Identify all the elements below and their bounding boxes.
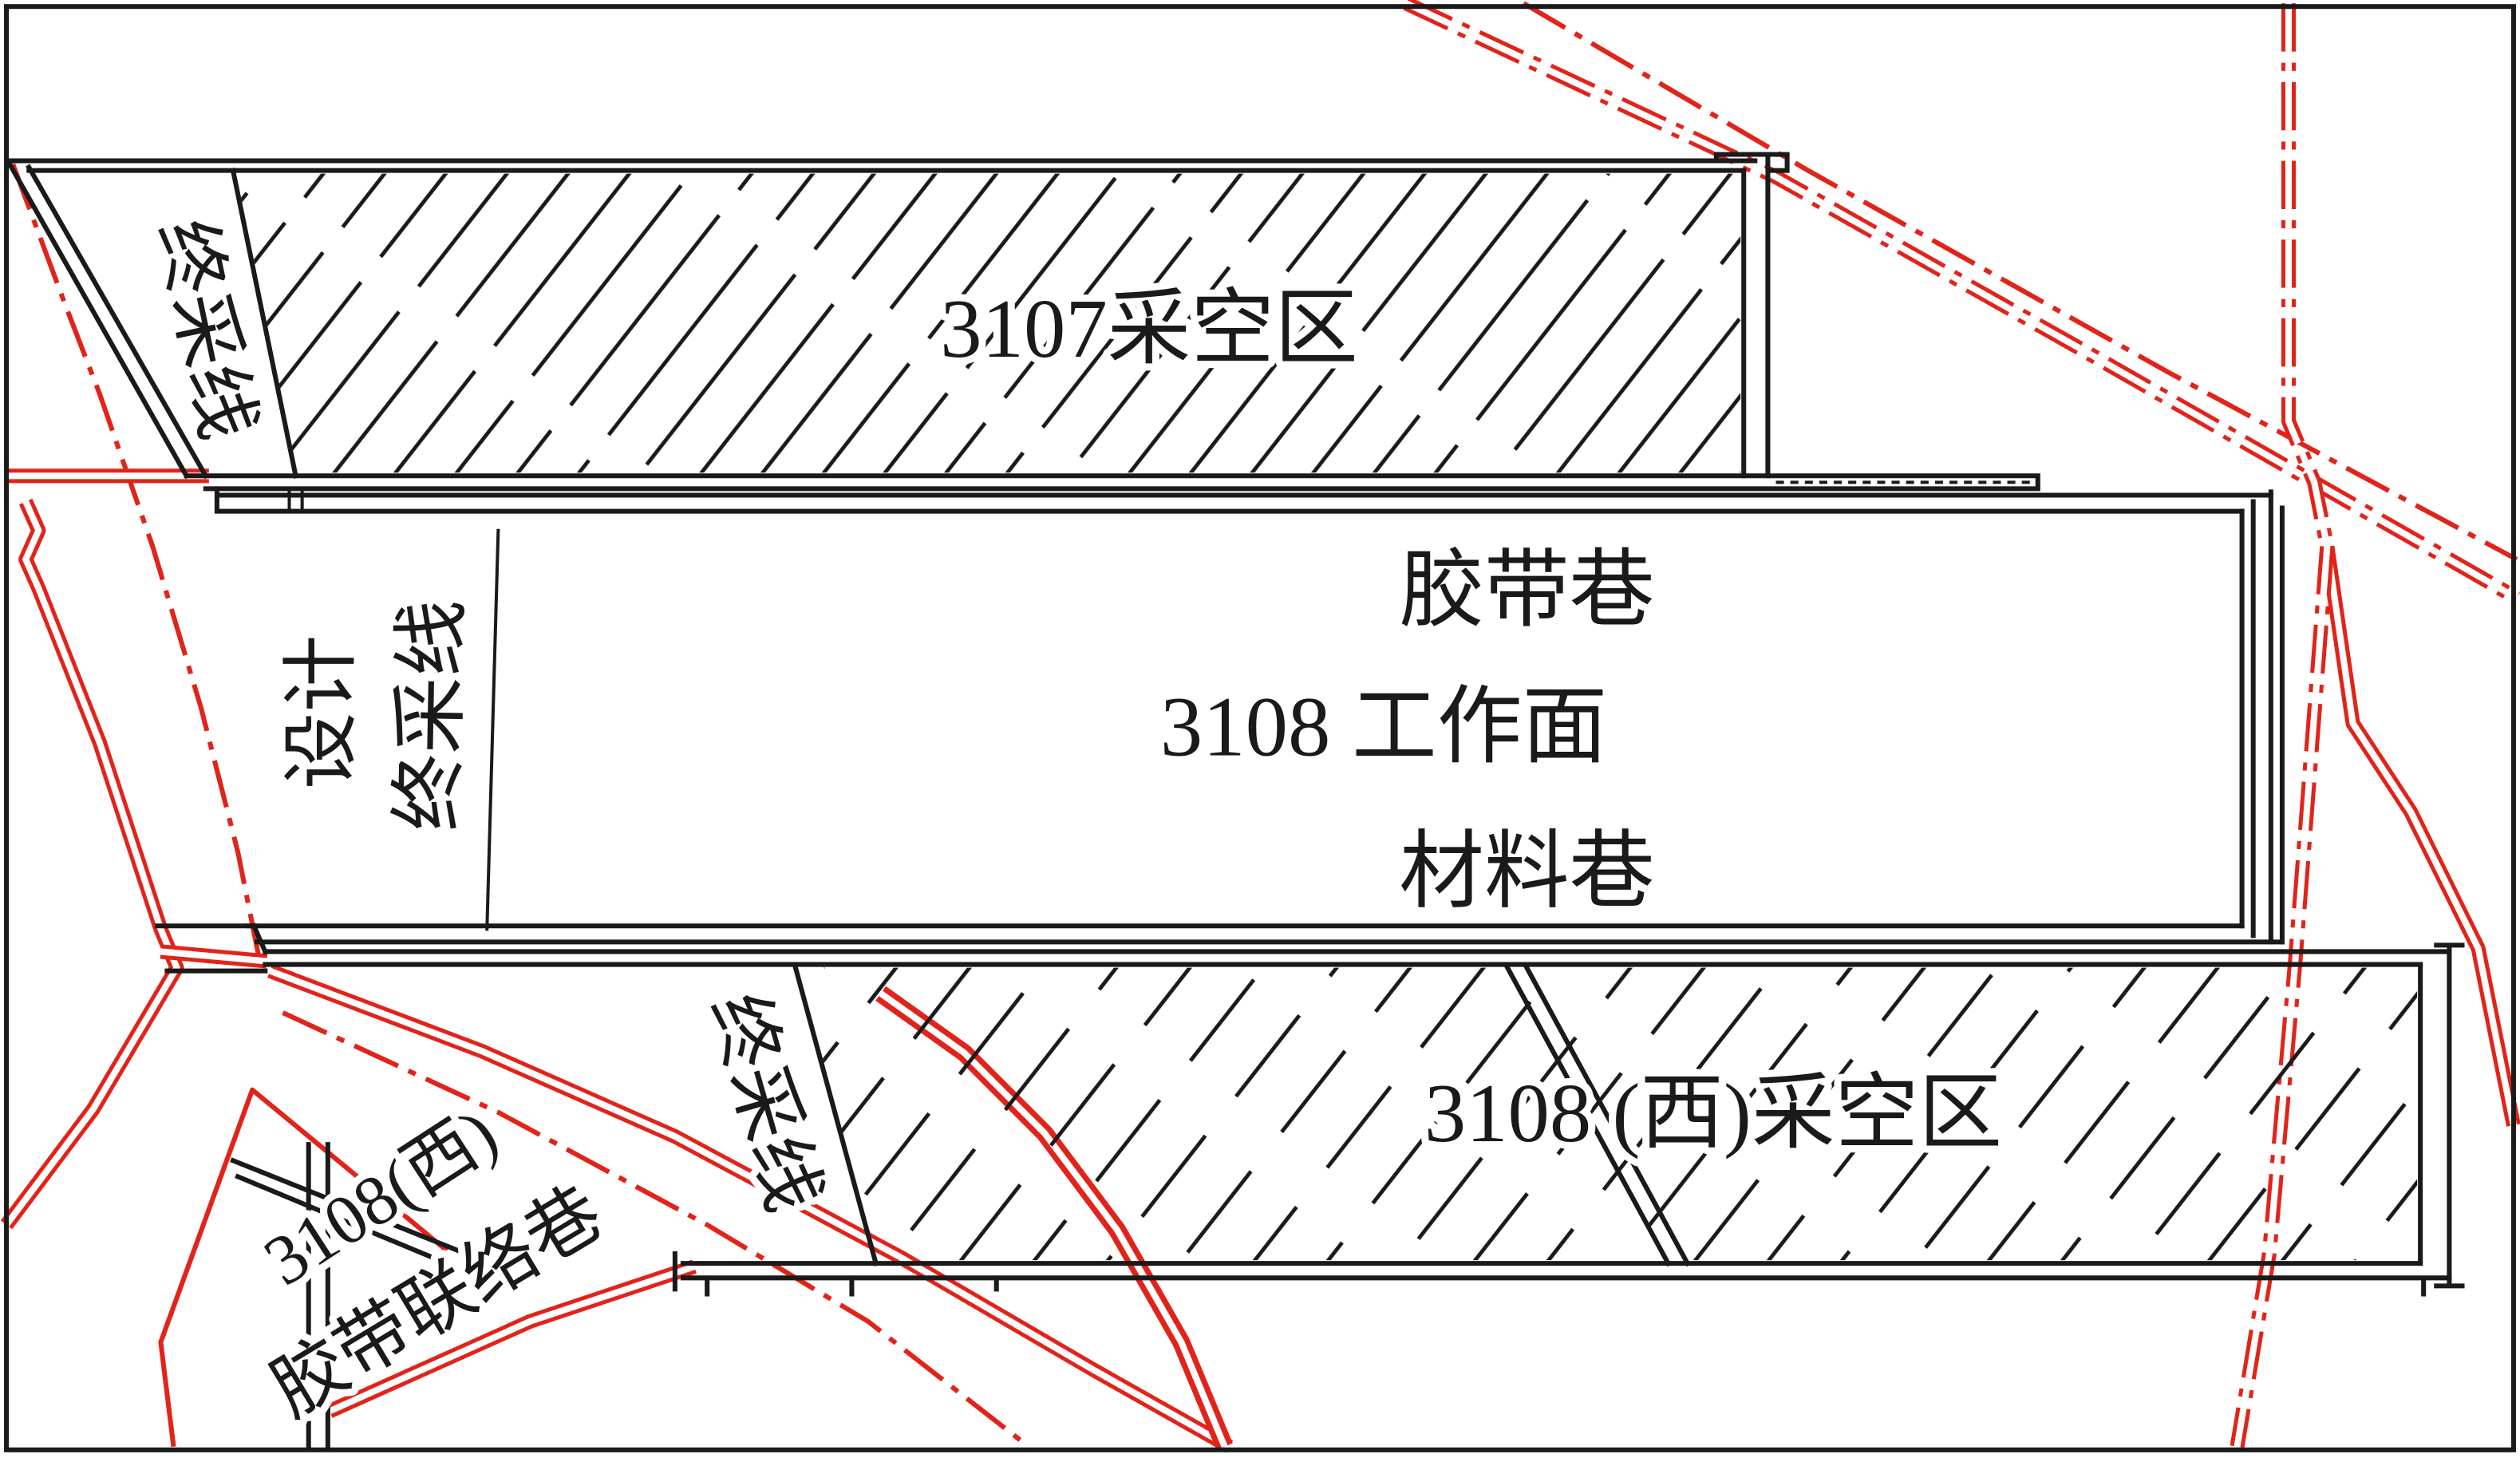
outer-frame — [4, 4, 2516, 1452]
goaf-3108-west-fault — [1504, 964, 1691, 1267]
goaf-3108-west-label: 3108 (西)采空区 — [1424, 1067, 2002, 1160]
working-face-left-junction — [155, 923, 269, 974]
goaf-3107-bottom-roadway — [184, 473, 2040, 492]
material-roadway-label: 材料巷 — [1399, 825, 1654, 919]
design-stop-line — [485, 528, 500, 931]
goaf-3107-label: 3107采空区 — [940, 283, 1358, 375]
connection-roadway-vertical — [306, 1142, 330, 1449]
design-stop-line-label: 终采线 — [386, 599, 476, 832]
working-face-right-boundary — [2239, 489, 2285, 945]
diagram-labels: 3107采空区 终采线 胶带巷 3108 工作面 材料巷 设计 终采线 终采线 … — [135, 205, 2009, 1440]
goaf-3108-west-stop-line — [792, 964, 879, 1266]
goaf-3107-right-roadway — [1713, 152, 1790, 479]
goaf-3108-west-top-roadway — [263, 949, 2452, 967]
design-label: 设计 — [278, 635, 364, 789]
goaf-3107-hatch — [236, 173, 1741, 473]
goaf-3108-west-panel — [263, 942, 2465, 1297]
connection-roadway-slant — [230, 1157, 461, 1267]
material-roadway-line — [247, 923, 2285, 945]
belt-roadway-line — [214, 486, 2273, 514]
working-face-label: 3108 工作面 — [1160, 681, 1607, 775]
connection-roadway-structure — [230, 1142, 461, 1449]
goaf-3107-left-boundary — [6, 160, 209, 480]
goaf-3108-west-right-roadway — [2418, 942, 2465, 1289]
goaf-3107-stop-line — [230, 168, 299, 479]
working-face-3108-panel — [155, 486, 2285, 974]
belt-roadway-label: 胶带巷 — [1399, 544, 1654, 638]
goaf-3107-top-roadway — [7, 158, 1758, 173]
red-line-left-join — [160, 951, 267, 961]
goaf-3108-west-bottom-roadway — [672, 1251, 2452, 1297]
goaf-3107-panel — [6, 152, 2040, 513]
goaf-3107-connector — [287, 487, 304, 513]
